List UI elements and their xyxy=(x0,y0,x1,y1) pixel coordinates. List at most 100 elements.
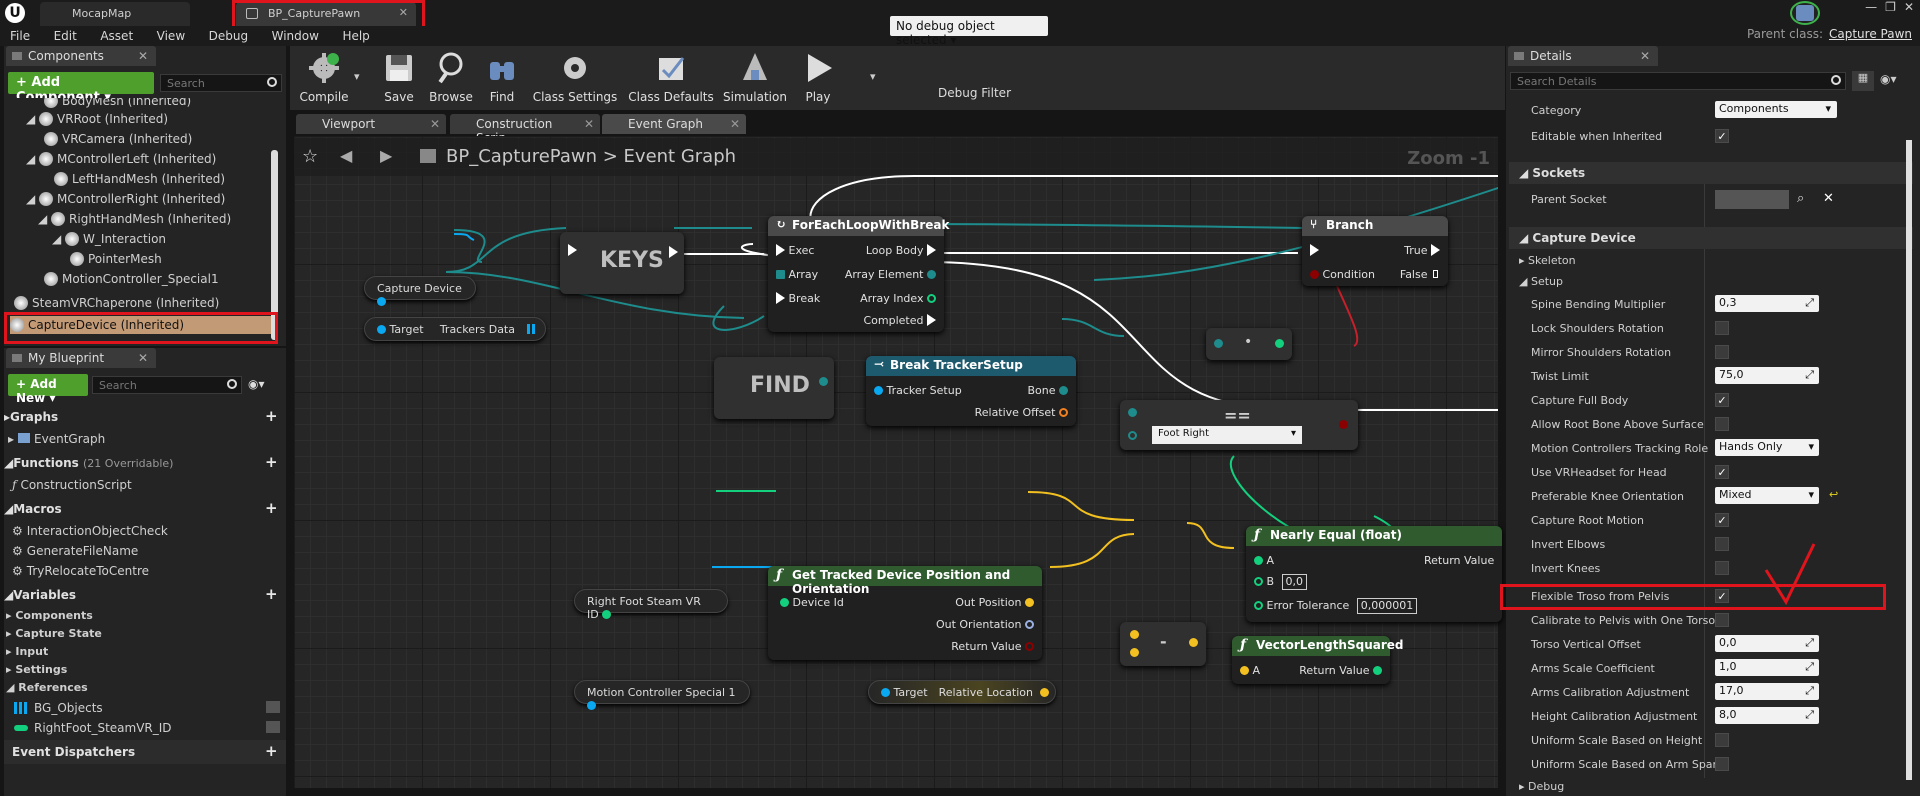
notification-icon[interactable] xyxy=(1796,5,1814,21)
menu-help[interactable]: Help xyxy=(342,29,370,43)
exec-out-pin[interactable] xyxy=(927,244,936,256)
break-pin[interactable]: Break xyxy=(776,292,820,306)
capture-device-var-node[interactable]: Capture Device xyxy=(364,276,476,306)
int-out-pin[interactable] xyxy=(602,610,612,619)
section-graphs[interactable]: ▸Graphs xyxy=(4,410,59,424)
tree-item[interactable]: BodyMesh (Inherited) xyxy=(44,98,191,110)
variable-item[interactable]: RightFoot_SteamVR_ID xyxy=(14,719,172,737)
row-number-input[interactable]: 0,0⤢ xyxy=(1715,635,1819,652)
debug-object-select[interactable]: No debug object selected ▾ xyxy=(890,16,1048,47)
play-options-chevron-icon[interactable]: ▾ xyxy=(870,70,876,83)
row-number-input[interactable]: 1,0⤢ xyxy=(1715,659,1819,676)
bool-out-pin[interactable] xyxy=(1339,420,1348,429)
section-macros[interactable]: ◢Macros xyxy=(4,502,62,516)
section-event-dispatchers[interactable]: Event Dispatchers xyxy=(12,745,136,759)
completed-pin[interactable]: Completed xyxy=(864,314,936,328)
float-in-pin[interactable] xyxy=(1254,556,1263,565)
bone-pin[interactable]: Bone xyxy=(1027,384,1068,398)
find-macro-node[interactable]: FIND xyxy=(714,357,834,419)
row-checkbox[interactable] xyxy=(1715,733,1729,747)
condition-pin[interactable]: Condition xyxy=(1310,268,1375,282)
out-position-pin[interactable]: Out Position xyxy=(955,596,1034,610)
struct-in-pin[interactable] xyxy=(1214,339,1223,348)
variable-group[interactable]: ▸ Input xyxy=(6,645,49,658)
return-value-pin[interactable]: Return Value xyxy=(1424,554,1494,568)
a-pin[interactable]: A xyxy=(1254,554,1274,568)
vector-in-pin[interactable] xyxy=(1130,630,1139,639)
menu-file[interactable]: File xyxy=(10,29,31,43)
true-pin[interactable]: True xyxy=(1404,244,1440,258)
variable-group[interactable]: ▸ Capture State xyxy=(6,627,102,640)
parent-socket-input[interactable] xyxy=(1715,190,1789,209)
setup-group[interactable]: ◢ Setup xyxy=(1519,275,1563,288)
row-checkbox[interactable] xyxy=(1715,561,1729,575)
graph-item-eventgraph[interactable]: ▸EventGraph xyxy=(8,432,106,446)
row-checkbox[interactable] xyxy=(1715,757,1729,771)
tree-item[interactable]: ◢ RightHandMesh (Inherited) xyxy=(38,212,232,226)
reset-to-default-icon[interactable]: ↩ xyxy=(1829,488,1839,501)
add-variable-icon[interactable]: + xyxy=(265,585,278,603)
details-search-input[interactable]: Search Details xyxy=(1510,72,1846,90)
tree-item[interactable]: VRCamera (Inherited) xyxy=(44,130,192,148)
parent-class-link[interactable]: Capture Pawn xyxy=(1829,27,1912,41)
forward-arrow-icon[interactable]: ▶ xyxy=(380,146,393,165)
components-scrollbar[interactable] xyxy=(271,150,278,340)
tab-viewport[interactable]: Viewport✕ xyxy=(296,114,446,134)
b-pin[interactable]: B 0,0 xyxy=(1254,574,1308,590)
row-select[interactable]: Mixed▾ xyxy=(1715,487,1819,504)
array-element-pin[interactable]: Array Element xyxy=(845,268,936,282)
vector-in-pin[interactable] xyxy=(1240,666,1249,675)
close-icon[interactable]: ✕ xyxy=(137,351,148,365)
reroute-compare-node[interactable]: • xyxy=(1206,328,1292,360)
b-value-input[interactable]: 0,0 xyxy=(1281,574,1308,590)
menu-debug[interactable]: Debug xyxy=(208,29,249,43)
row-checkbox[interactable] xyxy=(1715,321,1729,335)
row-number-input[interactable]: 17,0⤢ xyxy=(1715,683,1819,700)
class-defaults-button[interactable]: Class Defaults xyxy=(626,50,716,104)
variable-group[interactable]: ◢ References xyxy=(6,681,88,694)
array-index-pin[interactable]: Array Index xyxy=(860,292,936,306)
object-in-pin[interactable] xyxy=(881,688,890,697)
tolerance-pin[interactable]: Error Tolerance 0,000001 xyxy=(1254,598,1418,614)
visibility-icon[interactable] xyxy=(266,721,280,733)
minimize-icon[interactable]: — xyxy=(1865,0,1878,14)
tree-item[interactable]: ◢ VRRoot (Inherited) xyxy=(26,112,169,126)
tolerance-value-input[interactable]: 0,000001 xyxy=(1356,598,1418,614)
details-scrollbar[interactable] xyxy=(1906,140,1912,780)
components-search-input[interactable]: Search xyxy=(160,74,282,92)
enum-in-pin[interactable] xyxy=(1128,408,1137,417)
tree-item[interactable]: ◢ MControllerLeft (Inherited) xyxy=(26,152,217,166)
browse-button[interactable]: Browse xyxy=(426,50,476,104)
section-capture-device[interactable]: ◢ Capture Device xyxy=(1509,227,1913,249)
foreach-loop-node[interactable]: ↻ForEachLoopWithBreak Exec Array Break L… xyxy=(768,216,949,332)
close-icon[interactable]: ✕ xyxy=(583,117,594,131)
equal-enum-node[interactable]: == Foot Right▾ xyxy=(1120,400,1358,450)
save-button[interactable]: Save xyxy=(376,50,422,104)
enum-out-pin[interactable] xyxy=(1059,386,1068,395)
exec-in-pin[interactable] xyxy=(568,244,577,256)
float-in-pin[interactable] xyxy=(1254,577,1263,586)
exec-out-pin[interactable] xyxy=(1431,268,1440,280)
eye-visibility-icon[interactable]: ◉▾ xyxy=(1880,72,1897,86)
row-checkbox[interactable] xyxy=(1715,345,1729,359)
array-pin[interactable] xyxy=(527,324,537,334)
add-component-button[interactable]: + Add Component ▾ xyxy=(8,72,154,105)
row-checkbox[interactable]: ✓ xyxy=(1715,393,1729,407)
break-tracker-setup-node[interactable]: ⤙Break TrackerSetup Tracker Setup Bone R… xyxy=(866,356,1076,426)
exec-in-pin[interactable] xyxy=(776,244,785,256)
macro-item[interactable]: ⚙GenerateFileName xyxy=(12,542,138,560)
tab-event-graph[interactable]: Event Graph✕ xyxy=(602,114,746,134)
row-number-input[interactable]: 75,0⤢ xyxy=(1715,367,1819,384)
tab-construction-script[interactable]: Construction Scrip✕ xyxy=(450,114,600,145)
int-out-pin[interactable] xyxy=(927,294,936,303)
menu-window[interactable]: Window xyxy=(271,29,319,43)
rotator-out-pin[interactable] xyxy=(1025,620,1034,629)
doc-tab-mocapmap[interactable]: MocapMap xyxy=(40,2,190,26)
section-variables[interactable]: ◢Variables xyxy=(4,588,77,602)
row-checkbox[interactable] xyxy=(1715,537,1729,551)
keys-macro-node[interactable]: KEYS xyxy=(560,232,684,294)
section-functions[interactable]: ◢Functions (21 Overridable) xyxy=(4,456,174,470)
